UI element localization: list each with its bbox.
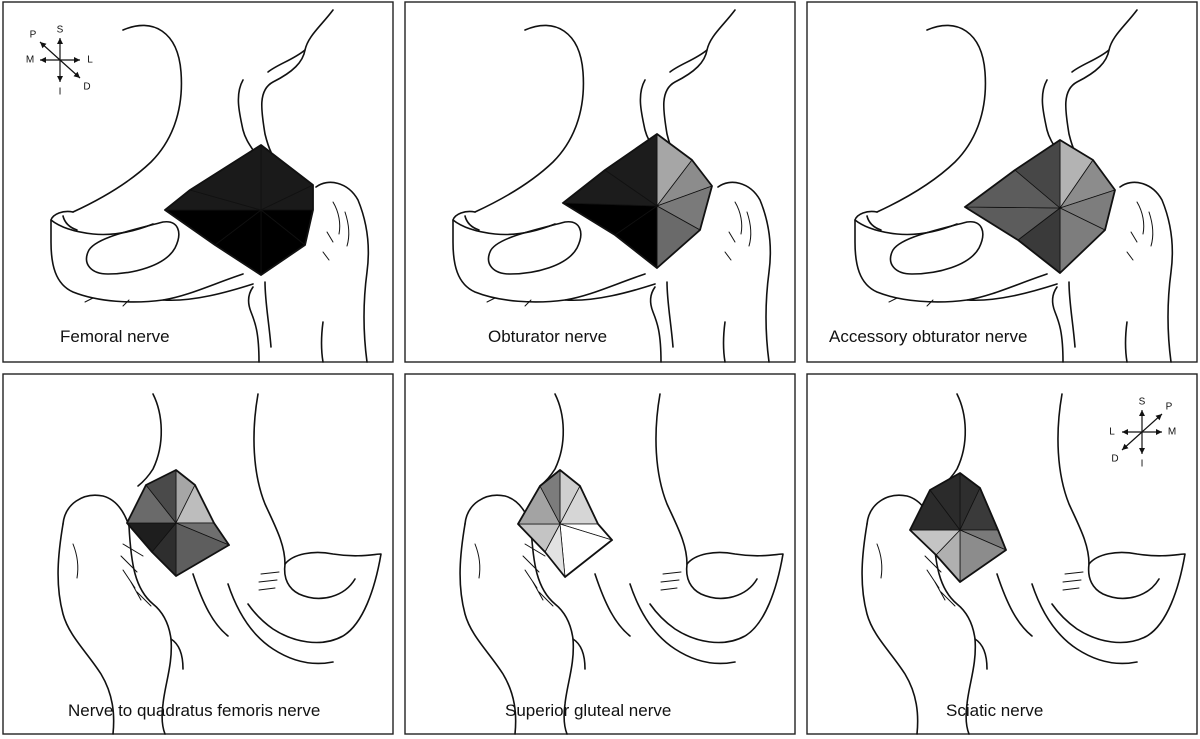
acetabulum-outline <box>126 469 230 577</box>
acetabulum-sector-map <box>517 469 614 579</box>
compass-label-superior: S <box>57 25 64 36</box>
compass-label-distal: D <box>83 82 90 93</box>
compass-label-medial: M <box>26 55 34 66</box>
panel-label: Accessory obturator nerve <box>829 327 1027 346</box>
inferior-arrowhead-icon <box>57 76 63 82</box>
compass-label-medial: M <box>1168 427 1176 438</box>
superior-arrowhead-icon <box>1139 410 1145 416</box>
inferior-arrowhead-icon <box>1139 448 1145 454</box>
panel-label: Superior gluteal nerve <box>505 701 671 720</box>
panel-label: Femoral nerve <box>60 327 170 346</box>
panel-nerve-to-quadratus-femoris: Nerve to quadratus femoris nerve <box>2 373 394 735</box>
distal-arrowhead-icon <box>73 71 80 78</box>
acetabulum-outline <box>517 469 613 578</box>
panel-label: Obturator nerve <box>488 327 607 346</box>
orientation-compass: S I L M P D <box>1109 397 1176 470</box>
panel-label: Sciatic nerve <box>946 701 1043 720</box>
compass-label-proximal: P <box>1166 402 1173 413</box>
proximal-arrowhead-icon <box>1155 414 1162 421</box>
acetabulum-outline <box>909 472 1007 583</box>
lateral-arrowhead-icon <box>74 57 80 63</box>
compass-label-inferior: I <box>1141 459 1144 470</box>
panel-obturator-nerve: Obturator nerve <box>404 1 796 363</box>
panel-superior-gluteal-nerve: Superior gluteal nerve <box>404 373 796 735</box>
compass-label-inferior: I <box>59 87 62 98</box>
medial-arrowhead-icon <box>1156 429 1162 435</box>
panel-femoral-nerve: S I M L P D Femoral nerve <box>2 1 394 363</box>
proximal-arrowhead-icon <box>40 42 47 49</box>
acetabulum-outline <box>964 139 1116 274</box>
compass-label-lateral: L <box>87 55 93 66</box>
compass-label-superior: S <box>1139 397 1146 408</box>
acetabulum-sector-map <box>561 133 713 269</box>
panel-label: Nerve to quadratus femoris nerve <box>68 701 320 720</box>
compass-label-lateral: L <box>1109 427 1115 438</box>
distal-arrowhead-icon <box>1122 443 1129 450</box>
acetabulum-outline <box>562 133 713 269</box>
compass-label-distal: D <box>1111 454 1118 465</box>
acetabulum-sector-map <box>126 469 231 577</box>
acetabulum-outline <box>164 144 314 276</box>
panel-sciatic-nerve: S I L M P D Sciatic nerve <box>806 373 1198 735</box>
acetabulum-sector-map <box>963 139 1116 274</box>
superior-arrowhead-icon <box>57 38 63 44</box>
lateral-arrowhead-icon <box>1122 429 1128 435</box>
acetabulum-sector-map <box>909 472 1007 584</box>
medial-arrowhead-icon <box>40 57 46 63</box>
compass-label-proximal: P <box>30 30 37 41</box>
panel-accessory-obturator-nerve: Accessory obturator nerve <box>806 1 1198 363</box>
acetabulum-sector-map <box>163 144 314 276</box>
orientation-compass: S I M L P D <box>26 25 93 98</box>
